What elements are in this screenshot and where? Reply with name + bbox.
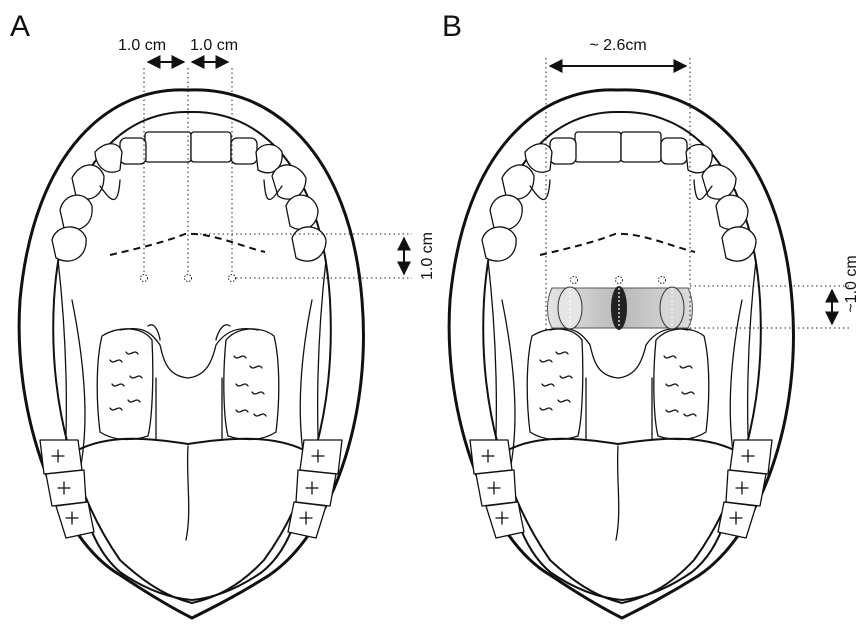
injection-point-left — [141, 275, 148, 282]
upper-teeth — [52, 132, 326, 261]
mouth-a — [19, 90, 363, 618]
panel-b-letter: B — [442, 10, 462, 43]
mouth-b — [449, 90, 793, 618]
outer-lip-outline — [19, 90, 363, 618]
graft-region — [548, 277, 693, 331]
lower-teeth — [40, 440, 342, 538]
dim-label-left: 1.0 cm — [118, 37, 166, 54]
injection-point-right — [229, 275, 236, 282]
panel-a-letter: A — [10, 10, 30, 43]
pharynx-lines — [156, 378, 222, 440]
dim-label-graft-height: ~1.0 cm — [843, 255, 860, 312]
tonsils — [97, 329, 279, 440]
dim-label-vertical: 1.0 cm — [419, 232, 436, 280]
panel-b-measurements: ~ 2.6cm ~1.0 cm — [546, 37, 860, 330]
dim-label-graft-width: ~ 2.6cm — [589, 37, 646, 54]
injection-point-center — [185, 275, 192, 282]
uvula-outline — [120, 329, 258, 378]
tongue-midline — [186, 446, 189, 540]
dim-label-right: 1.0 cm — [190, 37, 238, 54]
panel-b: B — [442, 10, 860, 618]
panel-a: A — [10, 10, 436, 618]
